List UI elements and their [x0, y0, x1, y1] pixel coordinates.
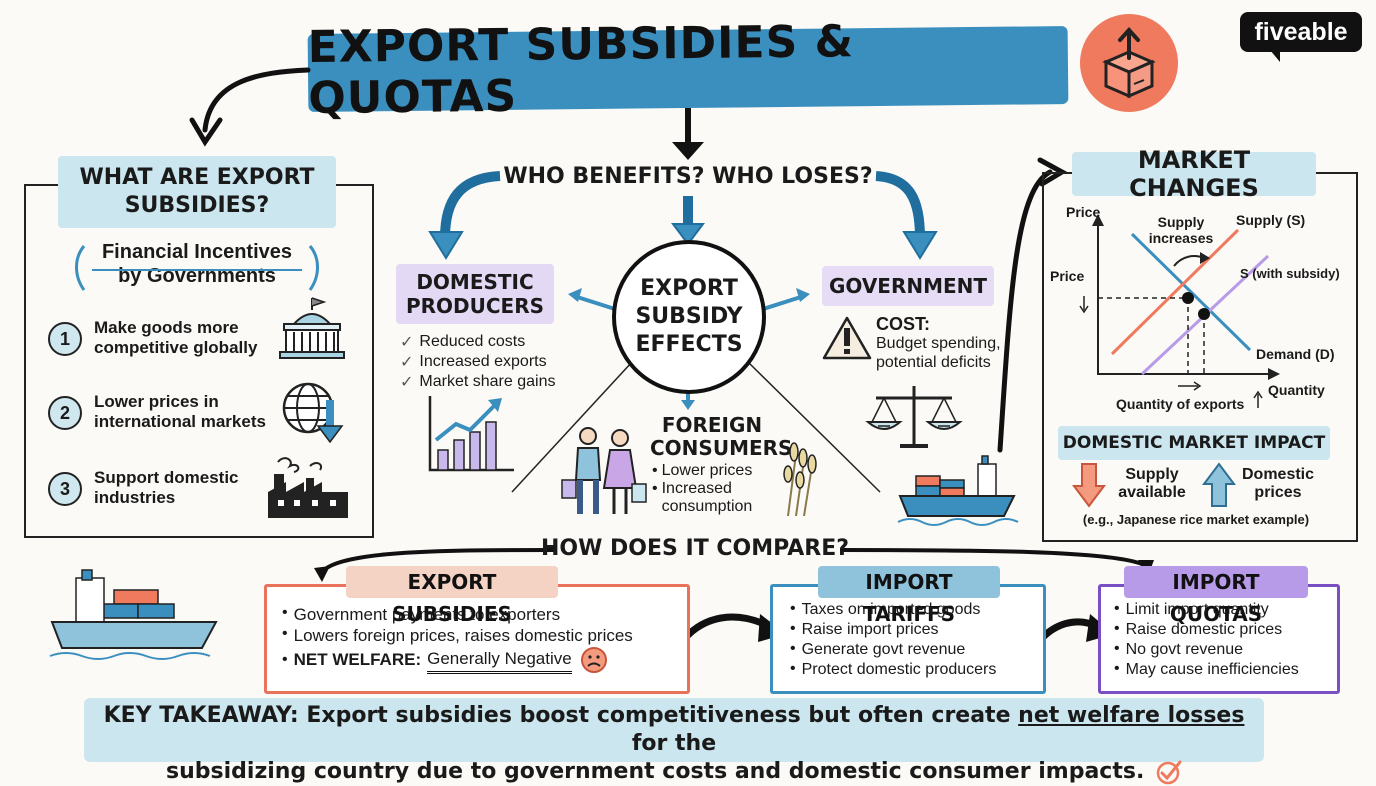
subtitle-brackets	[75, 245, 319, 291]
list-item: •May cause inefficiencies	[1114, 660, 1299, 678]
import-quotas-title: IMPORT QUOTAS	[1124, 566, 1308, 626]
demand-label: Demand (D)	[1256, 346, 1335, 362]
cost-label: COST:	[876, 314, 930, 334]
supply-label: Supply (S)	[1236, 212, 1306, 228]
supply-subsidy-label: S (with subsidy)	[1240, 266, 1340, 281]
impact-heading: DOMESTIC MARKET IMPACT	[1058, 426, 1330, 460]
who-benefits-text: WHO BENEFITS? WHO LOSES?	[503, 164, 873, 189]
effects-hub: EXPORT SUBSIDY EFFECTS	[612, 240, 766, 394]
takeaway-text-c: subsidizing country due to government co…	[166, 759, 1145, 784]
producers-heading: DOMESTIC PRODUCERS	[396, 264, 554, 324]
foreign-consumers-text: FOREIGN CONSUMERS	[650, 413, 793, 460]
welfare-value: Generally Negative	[427, 647, 572, 674]
x-axis-label: Quantity	[1268, 382, 1325, 398]
takeaway-underline: net welfare losses	[1018, 703, 1245, 728]
cargo-ship-left-icon	[49, 569, 218, 660]
list-item: •Increased consumption	[652, 480, 753, 515]
price-marker-label: Price	[1050, 268, 1085, 284]
effects-hub-text: EXPORT SUBSIDY EFFECTS	[635, 276, 743, 357]
cost-text: Budget spending, potential deficits	[876, 335, 1001, 371]
takeaway-text-b: for the	[631, 731, 717, 756]
globe-down-arrow-icon	[282, 382, 344, 444]
list-item: •Protect domestic producers	[790, 660, 997, 678]
government-cost: COST: Budget spending, potential deficit…	[876, 314, 1026, 372]
market-changes-heading: MARKET CHANGES	[1072, 146, 1316, 202]
import-tariffs-title: IMPORT TARIFFS	[818, 566, 1000, 626]
export-subsidies-list: •Government payments to exporters •Lower…	[282, 604, 682, 674]
wheat-icon	[783, 442, 817, 517]
list-item: •Taxes on imported goods	[790, 600, 981, 618]
brand-logo: fiveable	[1240, 12, 1362, 52]
import-tariffs-card	[770, 584, 1046, 694]
what-are-heading: WHAT ARE EXPORT SUBSIDIES?	[58, 156, 336, 228]
item-number-2: 2	[48, 396, 82, 430]
list-item: •Lower prices	[652, 462, 753, 479]
list-item: ✓Increased exports	[400, 353, 547, 371]
list-item: • NET WELFARE: Generally Negative	[282, 646, 682, 674]
impact-right-text: Domestic prices	[1241, 466, 1315, 501]
supply-shift-label: Supply increases	[1148, 214, 1214, 246]
what-are-heading-text: WHAT ARE EXPORT SUBSIDIES?	[79, 165, 315, 218]
sad-face-icon	[580, 647, 607, 673]
list-item: •Government payments to exporters	[282, 604, 561, 624]
foreign-consumers-list: •Lower prices •Increased consumption	[652, 462, 782, 516]
growth-chart-icon	[428, 396, 514, 472]
import-tariffs-list: •Taxes on imported goods •Raise import p…	[790, 600, 1034, 680]
item-text-2: Lower prices in international markets	[94, 392, 266, 431]
list-item: ✓Reduced costs	[400, 333, 526, 351]
infographic: EXPORT SUBSIDIES & QUOTAS fiveable	[24, 12, 1362, 785]
government-heading: GOVERNMENT	[822, 266, 994, 306]
list-item: •Generate govt revenue	[790, 640, 966, 658]
check-circle-icon	[1156, 760, 1182, 785]
item-text-1: Make goods more competitive globally	[94, 318, 258, 357]
takeaway-text-a: Export subsidies boost competitiveness b…	[306, 703, 1011, 728]
welfare-label: NET WELFARE:	[293, 650, 422, 669]
x-marker-label: Quantity of exports	[1116, 396, 1245, 412]
supply-demand-graph	[1079, 214, 1280, 408]
list-item: •Limit import quantity	[1114, 600, 1269, 618]
factory-icon	[268, 457, 348, 518]
capitol-building-icon	[279, 297, 345, 359]
subtitle-top: Financial Incentives	[101, 241, 293, 263]
list-item: •Raise import prices	[790, 620, 939, 638]
export-box-icon	[1080, 14, 1178, 112]
up-arrow-icon	[1202, 462, 1236, 507]
impact-left-text: Supply available	[1118, 466, 1186, 501]
government-heading-text: GOVERNMENT	[828, 274, 988, 298]
list-item: •No govt revenue	[1114, 640, 1244, 658]
producers-list: ✓Reduced costs ✓Increased exports ✓Marke…	[400, 332, 555, 392]
cargo-ship-icon	[897, 455, 1019, 526]
shoppers-icon	[561, 427, 647, 514]
compare-question-text: HOW DOES IT COMPARE?	[541, 536, 849, 561]
brand-logo-tail	[1270, 50, 1280, 62]
brand-name: fiveable	[1254, 17, 1348, 46]
item-text-3: Support domestic industries	[94, 468, 239, 507]
key-takeaway: KEY TAKEAWAY: Export subsidies boost com…	[84, 698, 1264, 785]
list-item: •Raise domestic prices	[1114, 620, 1283, 638]
producers-heading-text: DOMESTIC PRODUCERS	[405, 270, 545, 318]
who-benefits-question: WHO BENEFITS? WHO LOSES?	[500, 164, 876, 189]
takeaway-label: KEY TAKEAWAY:	[103, 703, 299, 728]
export-subsidies-title: EXPORT SUBSIDIES	[346, 566, 558, 626]
import-quotas-list: •Limit import quantity •Raise domestic p…	[1114, 600, 1328, 680]
warning-icon	[822, 316, 872, 360]
item-number-3: 3	[48, 472, 82, 506]
down-arrow-icon	[1072, 463, 1106, 508]
list-item: ✓Market share gains	[400, 373, 556, 391]
impact-note: (e.g., Japanese rice market example)	[1082, 512, 1310, 527]
compare-question: HOW DOES IT COMPARE?	[540, 536, 850, 561]
y-axis-label: Price	[1066, 204, 1101, 220]
item-number-1: 1	[48, 322, 82, 356]
connector-arrows	[189, 67, 1154, 656]
foreign-consumers-heading: FOREIGN CONSUMERS	[650, 414, 792, 460]
balance-scale-icon	[865, 386, 963, 448]
list-item: •Lowers foreign prices, raises domestic …	[282, 625, 633, 645]
market-changes-text: MARKET CHANGES	[1129, 146, 1259, 202]
impact-heading-text: DOMESTIC MARKET IMPACT	[1062, 433, 1326, 453]
